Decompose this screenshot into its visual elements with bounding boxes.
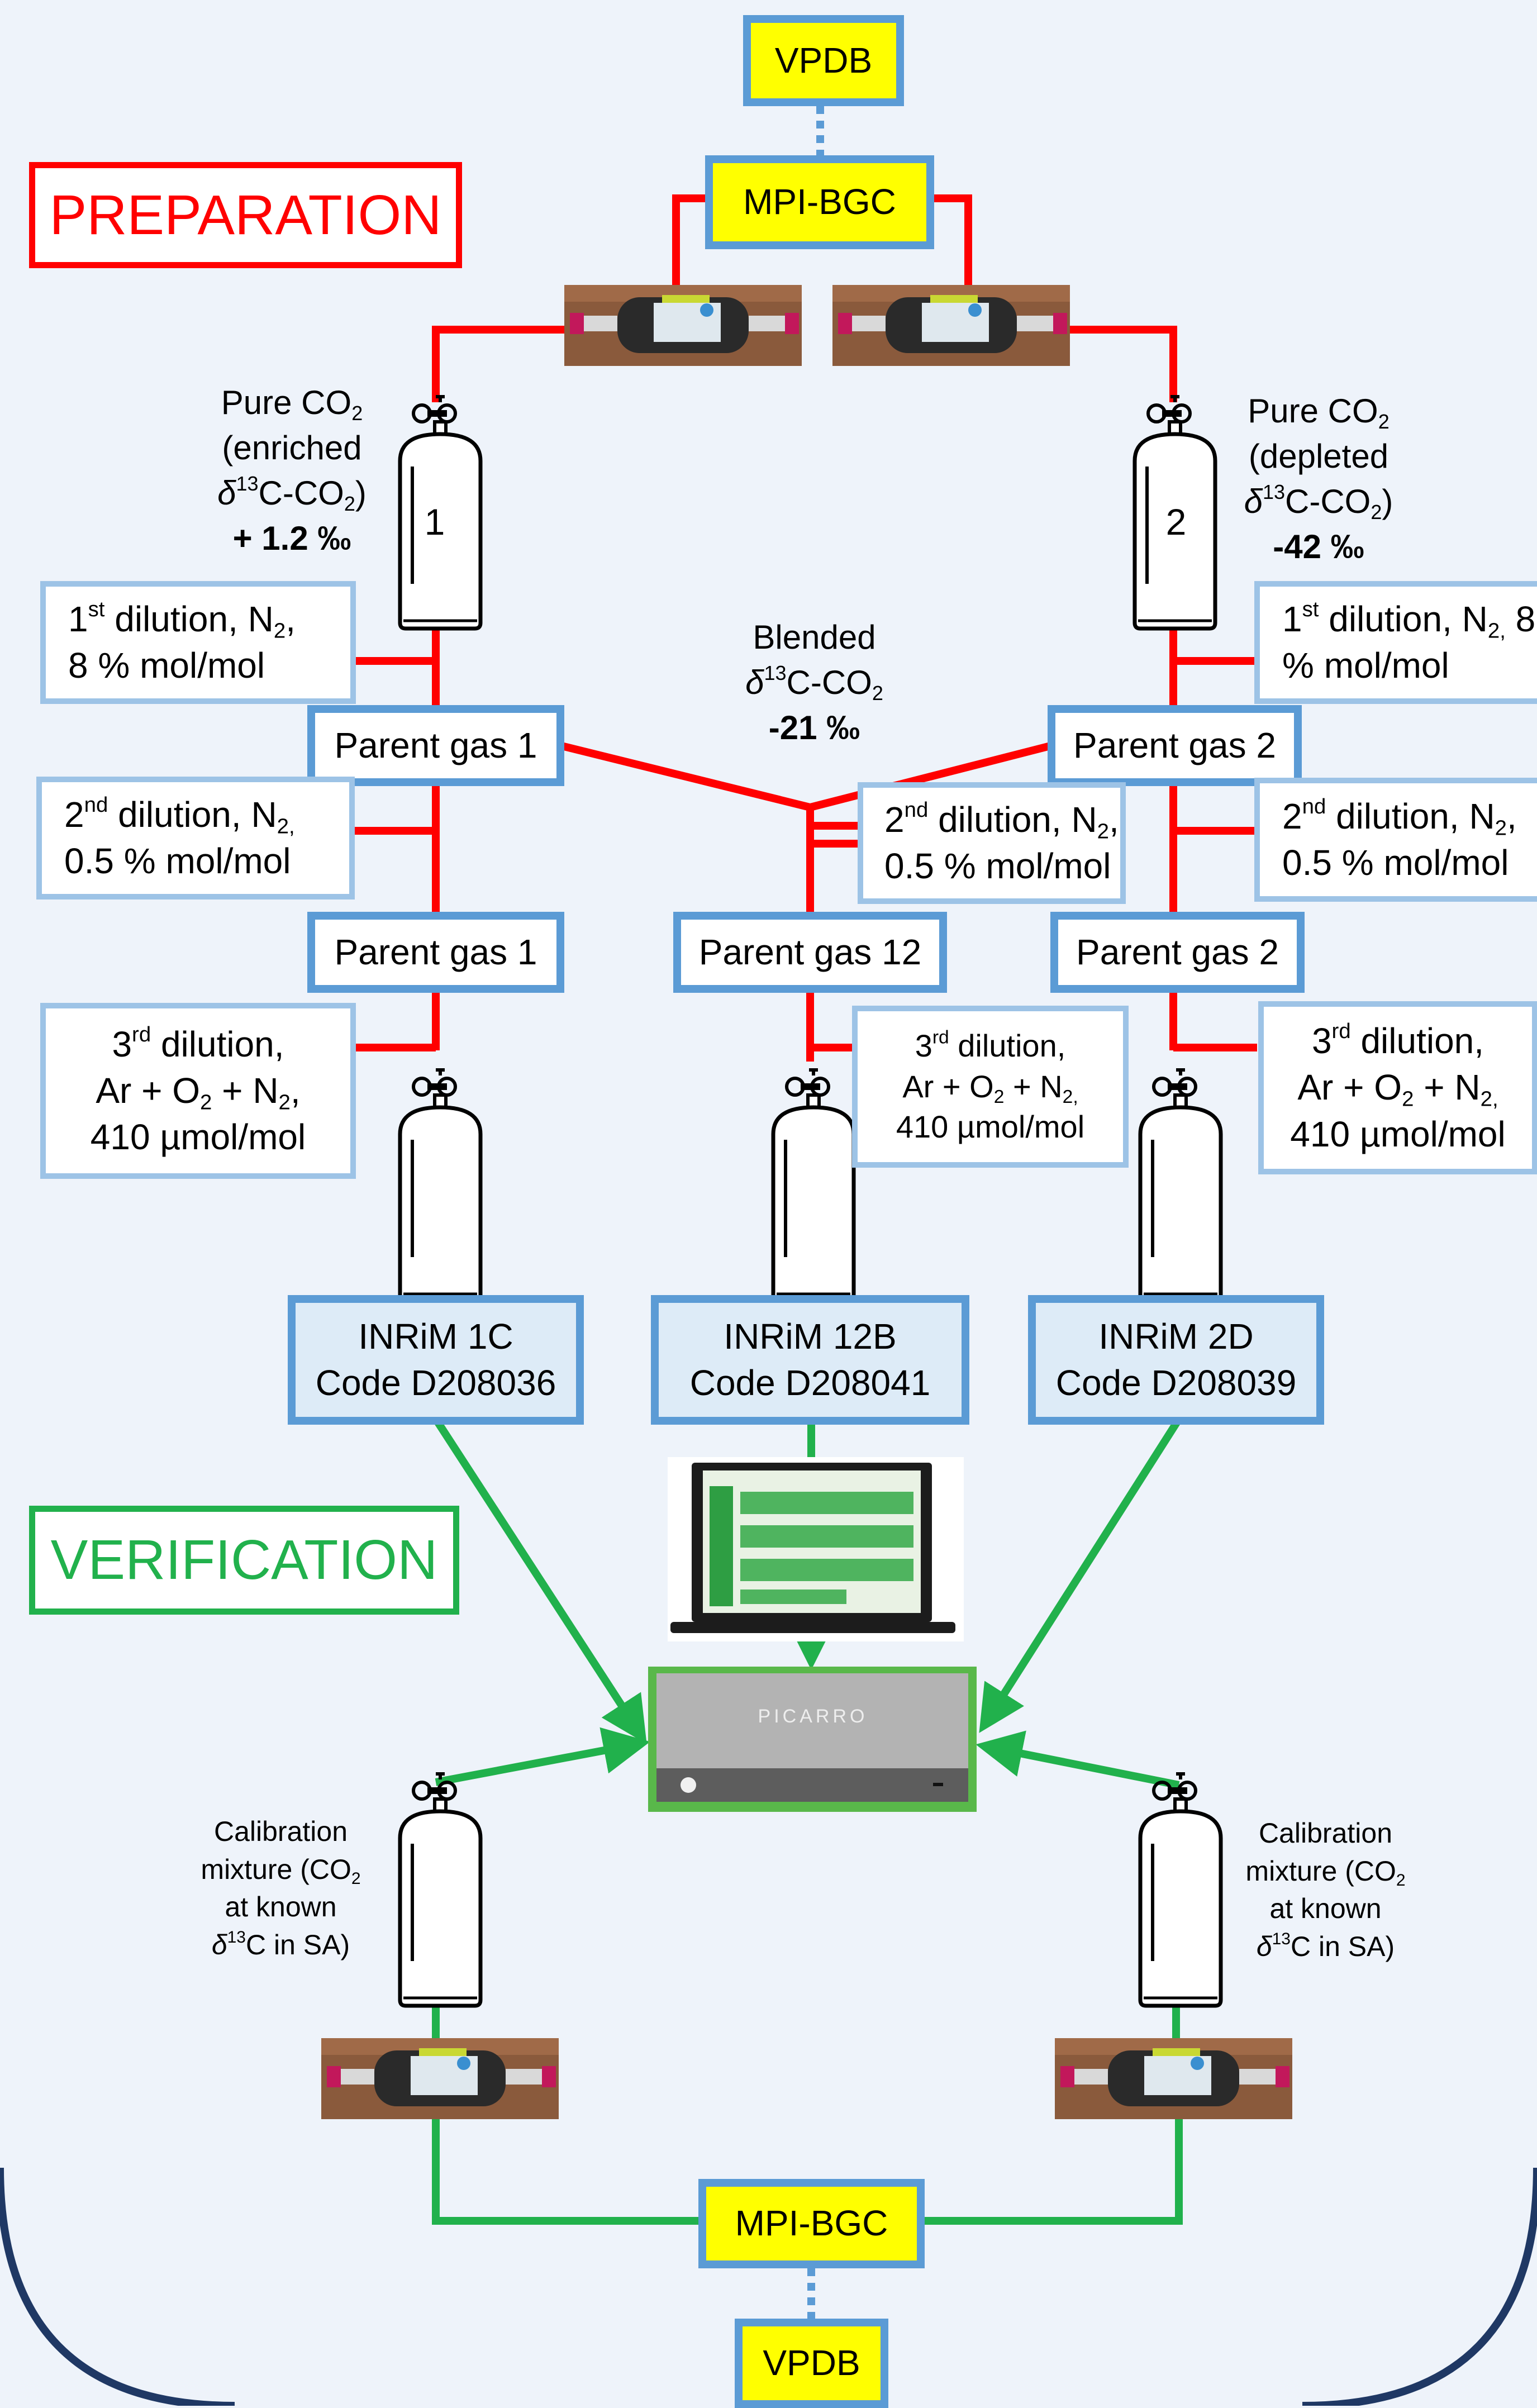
mpi-bgc-bottom-box: MPI-BGC — [698, 2179, 925, 2268]
flask-top-right-icon — [832, 285, 1070, 366]
parent-gas-1-lower-box: Parent gas 1 — [307, 912, 564, 993]
pure-co2-depleted-label: Pure CO2 (depleted δ13C-CO2) -42 ‰ — [1244, 392, 1393, 565]
frame-arc-left — [0, 2167, 235, 2406]
calibration-cylinder-left-icon — [400, 1774, 480, 2006]
frame-arc-right — [1302, 2167, 1537, 2406]
calibration-label-left: Calibration mixture (CO2 at known δ13C i… — [201, 1816, 361, 1960]
third-dilution-right-box: 3rd dilution,Ar + O2 + N2,410 µmol/mol — [1258, 1001, 1537, 1174]
parent-gas-12-box: Parent gas 12 — [673, 912, 947, 993]
parent-gas-2-upper-box: Parent gas 2 — [1048, 705, 1302, 786]
picarro-brand-label: PICARRO — [758, 1706, 868, 1727]
flask-bottom-right-icon — [1055, 2038, 1292, 2119]
picarro-analyzer-icon — [648, 1667, 977, 1812]
parent-gas-2-lower-box: Parent gas 2 — [1050, 912, 1305, 993]
second-dilution-middle-box: 2nd dilution, N2,0.5 % mol/mol — [858, 782, 1126, 904]
vpdb-bottom-box: VPDB — [735, 2319, 888, 2408]
laptop-icon — [668, 1457, 964, 1641]
first-dilution-right-box: 1st dilution, N2, 8% mol/mol — [1254, 581, 1537, 704]
second-dilution-right-box: 2nd dilution, N2,0.5 % mol/mol — [1254, 778, 1537, 902]
pure-co2-enriched-label: Pure CO2 (enriched δ13C-CO2) + 1.2 ‰ — [217, 384, 367, 557]
cylinder-1-number: 1 — [424, 501, 445, 542]
verification-lines — [432, 1417, 1183, 2225]
cylinder-12b-icon — [773, 1070, 854, 1302]
third-dilution-middle-box: 3rd dilution,Ar + O2 + N2,410 µmol/mol — [852, 1006, 1129, 1168]
mpi-bgc-top-box: MPI-BGC — [705, 155, 934, 249]
calibration-label-right: Calibration mixture (CO2 at known δ13C i… — [1245, 1817, 1406, 1962]
calibration-cylinder-right-icon — [1140, 1774, 1221, 2006]
cylinder-2-number: 2 — [1165, 501, 1187, 542]
cylinder-2d-icon — [1140, 1070, 1221, 1302]
parent-gas-1-upper-box: Parent gas 1 — [307, 705, 564, 786]
preparation-heading: PREPARATION — [29, 162, 462, 268]
cylinder-1c-icon — [400, 1070, 480, 1302]
second-dilution-left-box: 2nd dilution, N2,0.5 % mol/mol — [36, 777, 355, 900]
flask-top-left-icon — [564, 285, 802, 366]
blended-label: Blended δ13C-CO2 -21 ‰ — [745, 618, 883, 746]
flask-bottom-left-icon — [321, 2038, 559, 2119]
first-dilution-left-box: 1st dilution, N2,8 % mol/mol — [40, 581, 356, 704]
vpdb-top-box: VPDB — [743, 15, 904, 106]
verification-heading: VERIFICATION — [29, 1506, 459, 1615]
third-dilution-left-box: 3rd dilution,Ar + O2 + N2,410 µmol/mol — [40, 1003, 356, 1179]
